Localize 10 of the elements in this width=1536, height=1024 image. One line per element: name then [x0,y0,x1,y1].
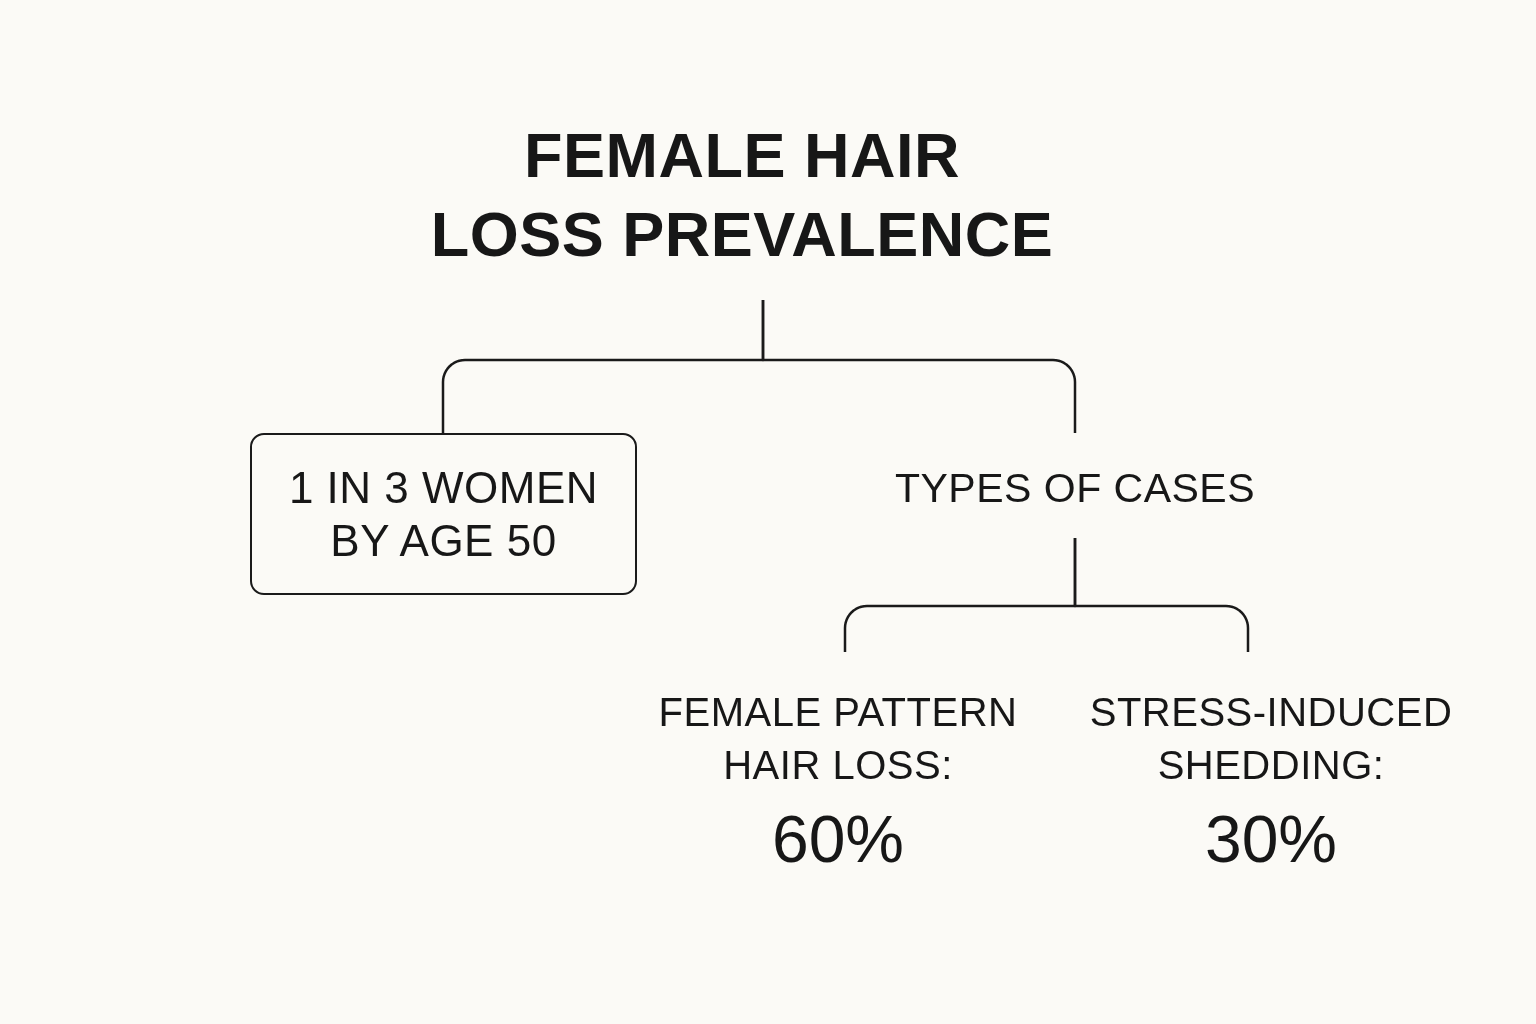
root-node-label: FEMALE HAIR LOSS PREVALENCE [429,119,1055,271]
connector-line [761,300,1077,433]
connector-line [1073,538,1250,652]
category-label: STRESS-INDUCED SHEDDING: [1088,689,1454,789]
category-heading: TYPES OF CASES [893,464,1257,513]
stat-box [250,433,637,595]
stat-text: 1 IN 3 WOMEN BY AGE 50 [287,462,600,567]
category-label: FEMALE PATTERN HAIR LOSS: [657,689,1019,789]
percentage-value: 60% [770,804,906,874]
percentage-value: 30% [1203,804,1339,874]
